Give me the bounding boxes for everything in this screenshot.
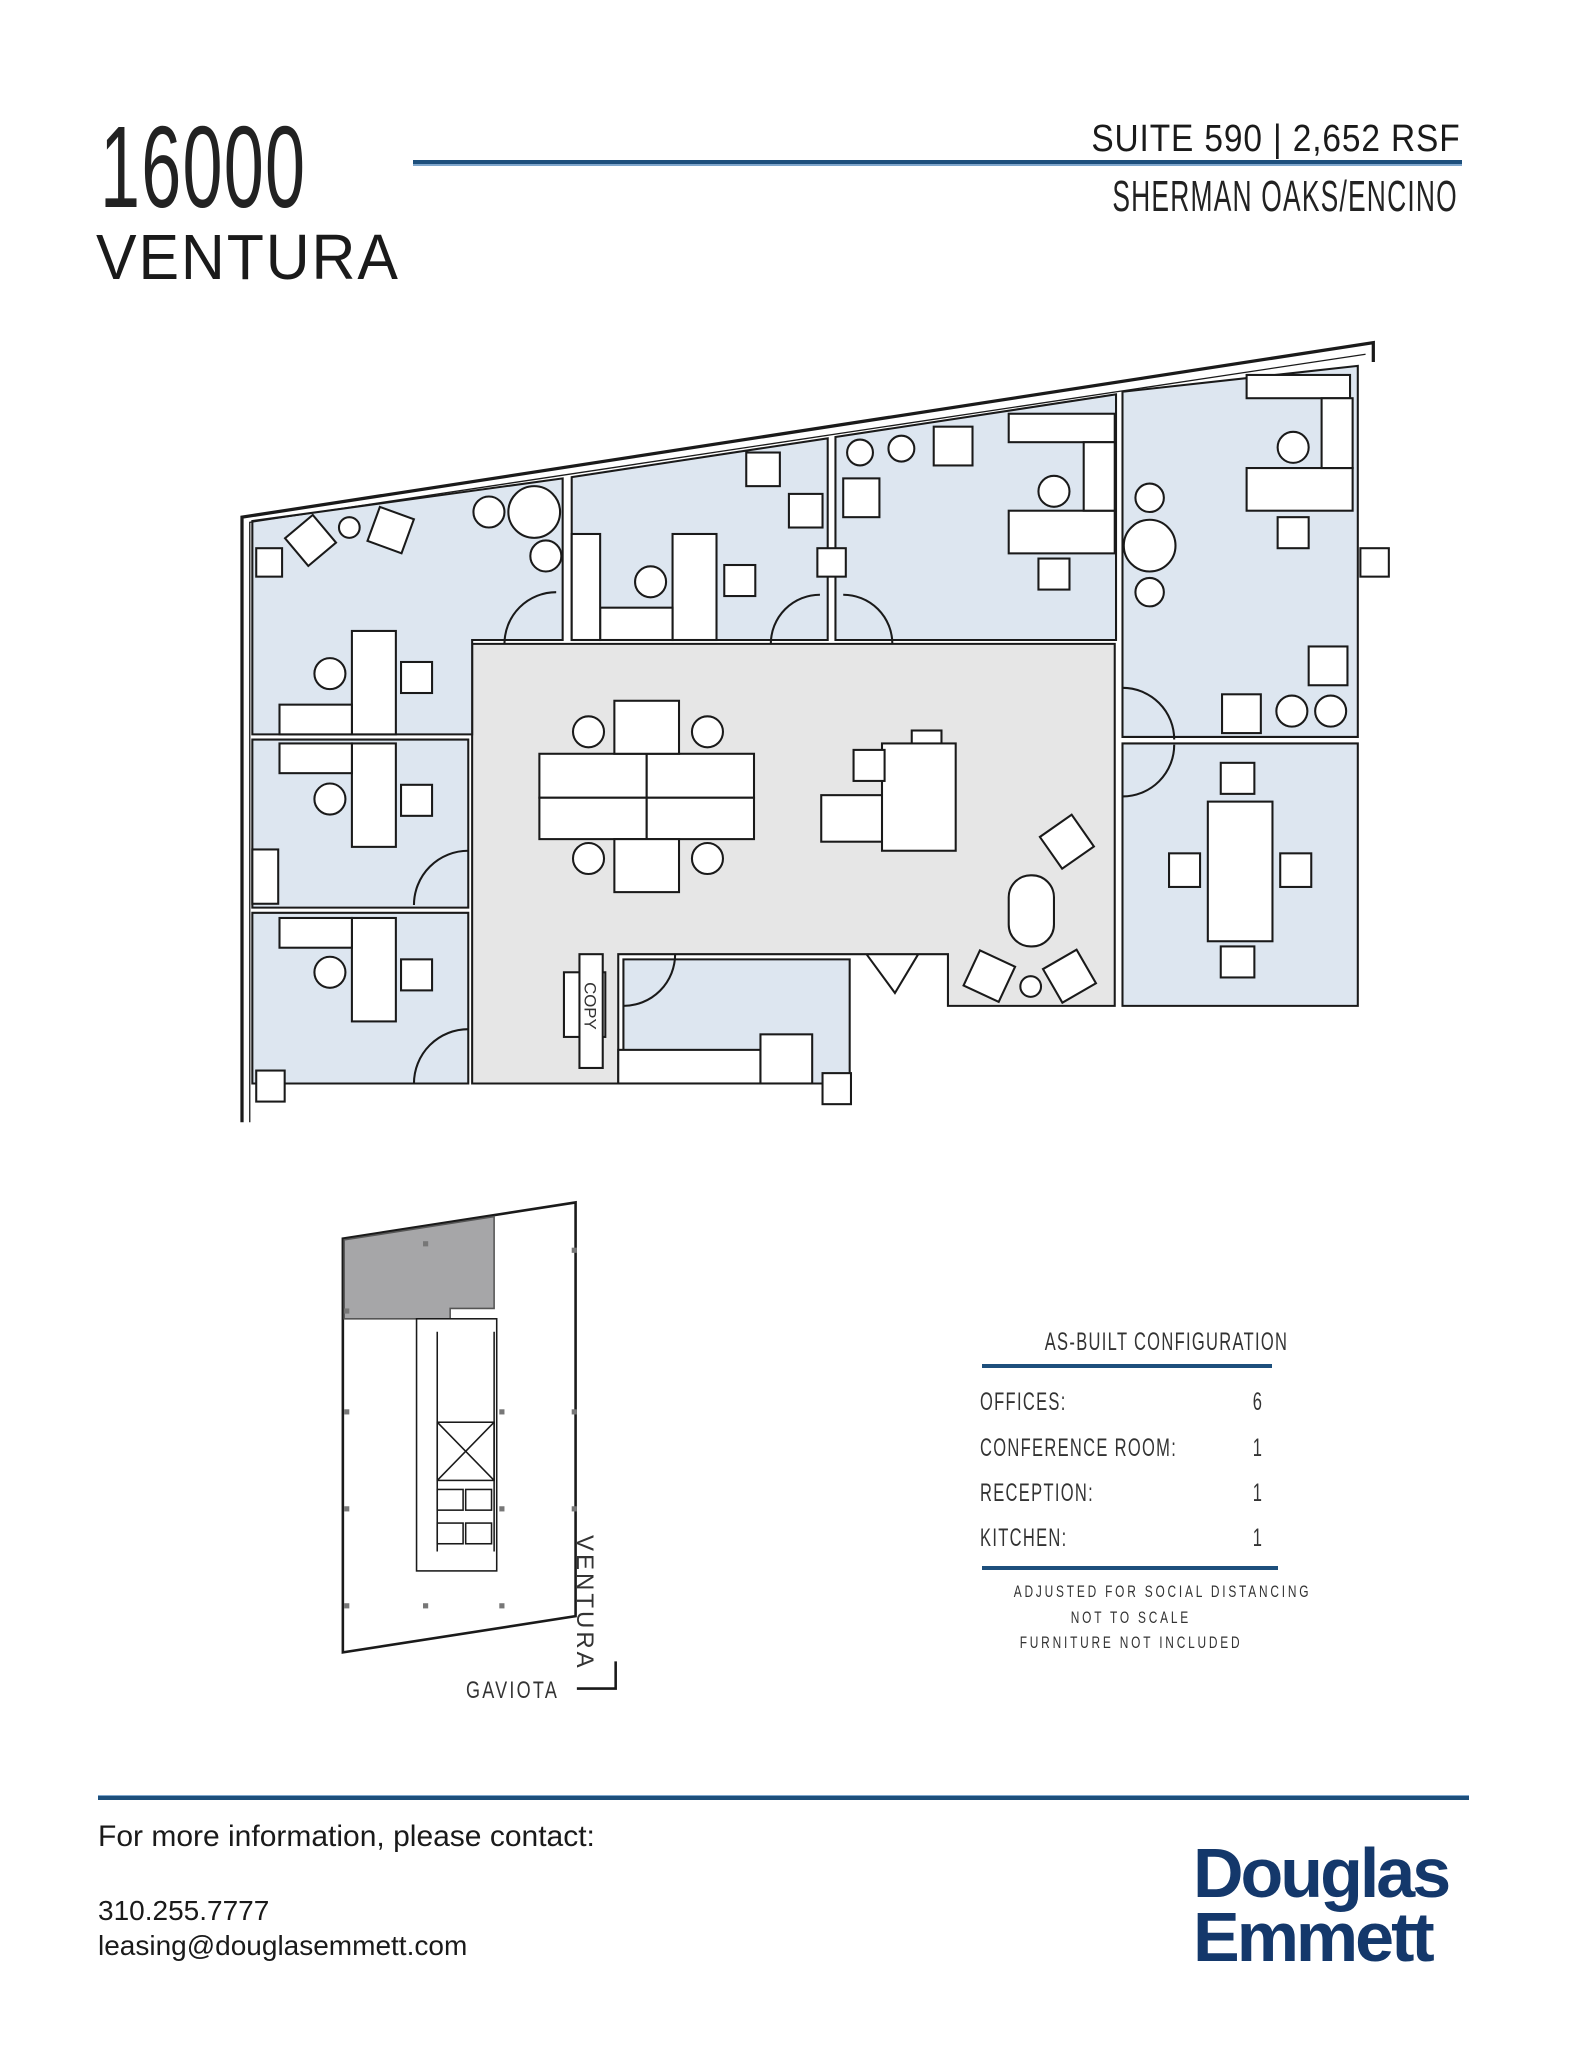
- north-arrow: [576, 1661, 617, 1690]
- note: ADJUSTED FOR SOCIAL DISTANCING: [1013, 1582, 1312, 1601]
- footer-divider: [98, 1796, 1469, 1800]
- header-divider: [413, 160, 1462, 164]
- suite-info: SUITE 590 | 2,652 RSF: [1090, 118, 1460, 160]
- row-value: 1: [1252, 1434, 1264, 1462]
- note: NOT TO SCALE: [1070, 1608, 1192, 1627]
- contact-email[interactable]: leasing@douglasemmett.com: [98, 1930, 468, 1961]
- street-ventura-label: VENTURA: [571, 1535, 598, 1671]
- exterior-wall: [240, 340, 1375, 1123]
- logo-line-1: Douglas: [1193, 1834, 1451, 1912]
- row-value: 1: [1252, 1479, 1264, 1507]
- building-street: VENTURA: [96, 221, 400, 293]
- building-number: 16000: [100, 102, 307, 232]
- douglas-emmett-logo: Douglas Emmett: [1193, 1834, 1451, 1976]
- configuration-title: AS-BUILT CONFIGURATION: [1044, 1328, 1289, 1356]
- table-bottom-divider: [982, 1566, 1278, 1570]
- copy-label: COPY: [581, 982, 600, 1030]
- key-plan: [341, 1200, 617, 1690]
- logo-line-2: Emmett: [1193, 1898, 1435, 1976]
- row-label: KITCHEN:: [980, 1524, 1068, 1552]
- row-label: RECEPTION:: [980, 1479, 1095, 1507]
- row-value: 6: [1252, 1388, 1264, 1416]
- note: FURNITURE NOT INCLUDED: [1019, 1633, 1243, 1652]
- suite-highlight: [343, 1215, 495, 1320]
- row-label: CONFERENCE ROOM:: [980, 1434, 1178, 1462]
- submarket: SHERMAN OAKS/ENCINO: [1112, 172, 1458, 221]
- table-top-divider: [982, 1364, 1272, 1368]
- contact-phone[interactable]: 310.255.7777: [98, 1895, 270, 1926]
- contact-heading: For more information, please contact:: [98, 1820, 595, 1853]
- row-value: 1: [1252, 1524, 1264, 1552]
- street-gaviota-label: GAVIOTA: [466, 1677, 560, 1704]
- row-label: OFFICES:: [980, 1388, 1067, 1416]
